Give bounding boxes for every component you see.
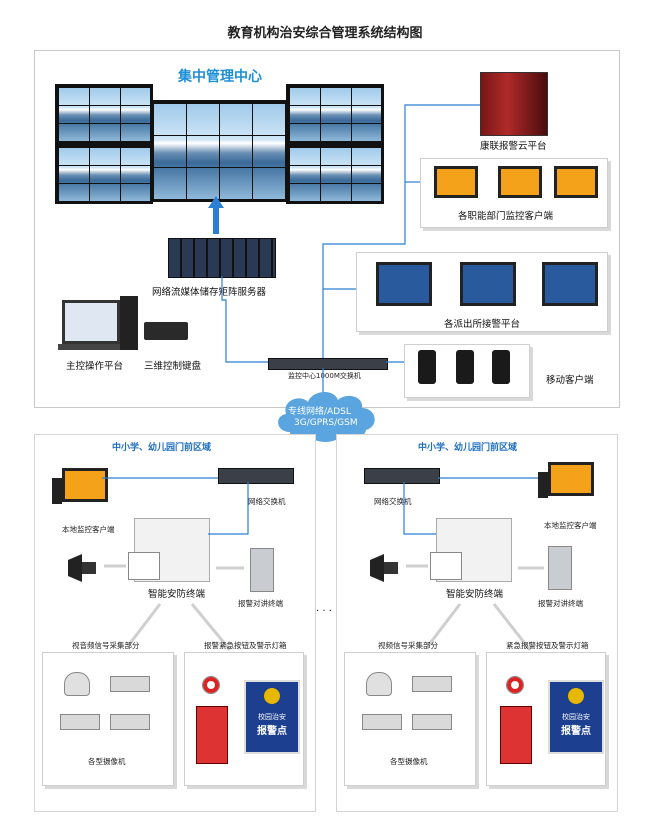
police-emblem-icon (264, 688, 280, 704)
up-arrow-icon (208, 196, 224, 234)
ellipsis: · · · (316, 606, 332, 617)
terminal-label-right: 智能安防终端 (446, 589, 504, 600)
network-cloud (278, 391, 375, 442)
warning-light-left (196, 706, 228, 764)
dept-client-monitors (432, 164, 602, 204)
switch-label-left: 网络交换机 (248, 497, 286, 506)
intercom-label-left: 报警对讲终端 (238, 599, 283, 608)
storage-server-label: 网络流媒体储存矩阵服务器 (152, 287, 267, 298)
page-title: 教育机构治安综合管理系统结构图 (227, 26, 423, 41)
dept-monitor-2 (498, 166, 542, 198)
dept-monitor-3 (554, 166, 598, 198)
main-console-tower (120, 296, 138, 350)
alarm-section-label-left: 报警紧急按钮及警示灯箱 (204, 641, 287, 650)
local-client-monitor-left (62, 468, 108, 502)
core-switch-label: 监控中心1000M交换机 (288, 372, 361, 380)
camera-icon (110, 714, 150, 730)
network-line2: 3G/GPRS/GSM (294, 418, 358, 428)
video-wall-right-top (286, 84, 384, 144)
local-client-tower-right (538, 472, 548, 498)
video-wall-left-bottom (55, 144, 153, 204)
camera-icon (64, 672, 90, 696)
area-title-left: 中小学、幼儿园门前区域 (112, 443, 212, 453)
switch-right (364, 468, 440, 484)
dept-monitor-1 (434, 166, 478, 198)
police-monitor-2 (460, 262, 516, 306)
warning-light-right (500, 706, 532, 764)
terminal-keypad-left (128, 552, 160, 580)
sign-line2-left: 报警点 (257, 726, 287, 737)
alarm-button-icon (506, 676, 524, 694)
core-switch (268, 358, 388, 370)
camera-icon (366, 672, 392, 696)
terminal-keypad-right (430, 552, 462, 580)
dept-clients-label: 各职能部门监控客户端 (458, 211, 554, 222)
cameras-label-left: 各型摄像机 (88, 757, 126, 766)
video-wall-right-bottom (286, 144, 384, 204)
intercom-right (548, 546, 572, 590)
main-console (62, 300, 120, 344)
sign-line1-right: 校园治安 (562, 713, 590, 721)
control-keyboard (144, 322, 188, 340)
alarm-section-label-right: 紧急报警按钮及警示灯箱 (506, 641, 589, 650)
video-section-label-left: 视音频信号采集部分 (72, 641, 140, 650)
main-console-keyboard (58, 344, 120, 350)
video-section-label-right: 视频信号采集部分 (378, 641, 438, 650)
cloud-server (480, 72, 548, 136)
sign-line1-left: 校园治安 (258, 713, 286, 721)
phone-icon (456, 350, 474, 384)
center-title: 集中管理中心 (178, 69, 262, 85)
camera-icon (412, 714, 452, 730)
alarm-button-icon (202, 676, 220, 694)
camera-icon (362, 714, 402, 730)
phone-icon (418, 350, 436, 384)
police-sign-right: 校园治安 报警点 (548, 680, 604, 754)
local-client-label-left: 本地监控客户端 (62, 525, 115, 534)
intercom-label-right: 报警对讲终端 (538, 599, 583, 608)
speaker-icon (68, 554, 96, 582)
police-platform-label: 各派出所接警平台 (444, 319, 521, 330)
switch-left (218, 468, 294, 484)
local-client-label-right: 本地监控客户端 (544, 521, 597, 530)
storage-server (168, 238, 276, 278)
camera-icon (412, 676, 452, 692)
police-monitor-1 (376, 262, 432, 306)
area-title-right: 中小学、幼儿园门前区域 (418, 443, 518, 453)
intercom-left (250, 548, 274, 592)
cameras-label-right: 各型摄像机 (390, 757, 428, 766)
control-keyboard-label: 三维控制键盘 (144, 361, 202, 372)
mobile-clients-label: 移动客户端 (546, 375, 594, 386)
cloud-platform-label: 康联报警云平台 (480, 141, 547, 152)
network-line1: 专线网络/ADSL (288, 407, 351, 417)
camera-icon (60, 714, 100, 730)
local-client-tower-left (52, 478, 62, 504)
phone-icon (492, 350, 510, 384)
police-sign-left: 校园治安 报警点 (244, 680, 300, 754)
terminal-label-left: 智能安防终端 (148, 589, 206, 600)
sign-line2-right: 报警点 (561, 726, 591, 737)
main-console-label: 主控操作平台 (66, 361, 124, 372)
camera-icon (110, 676, 150, 692)
local-client-monitor-right (548, 462, 594, 496)
switch-label-right: 网络交换机 (374, 497, 412, 506)
police-monitor-3 (542, 262, 598, 306)
speaker-icon (370, 554, 398, 582)
police-emblem-icon (568, 688, 584, 704)
